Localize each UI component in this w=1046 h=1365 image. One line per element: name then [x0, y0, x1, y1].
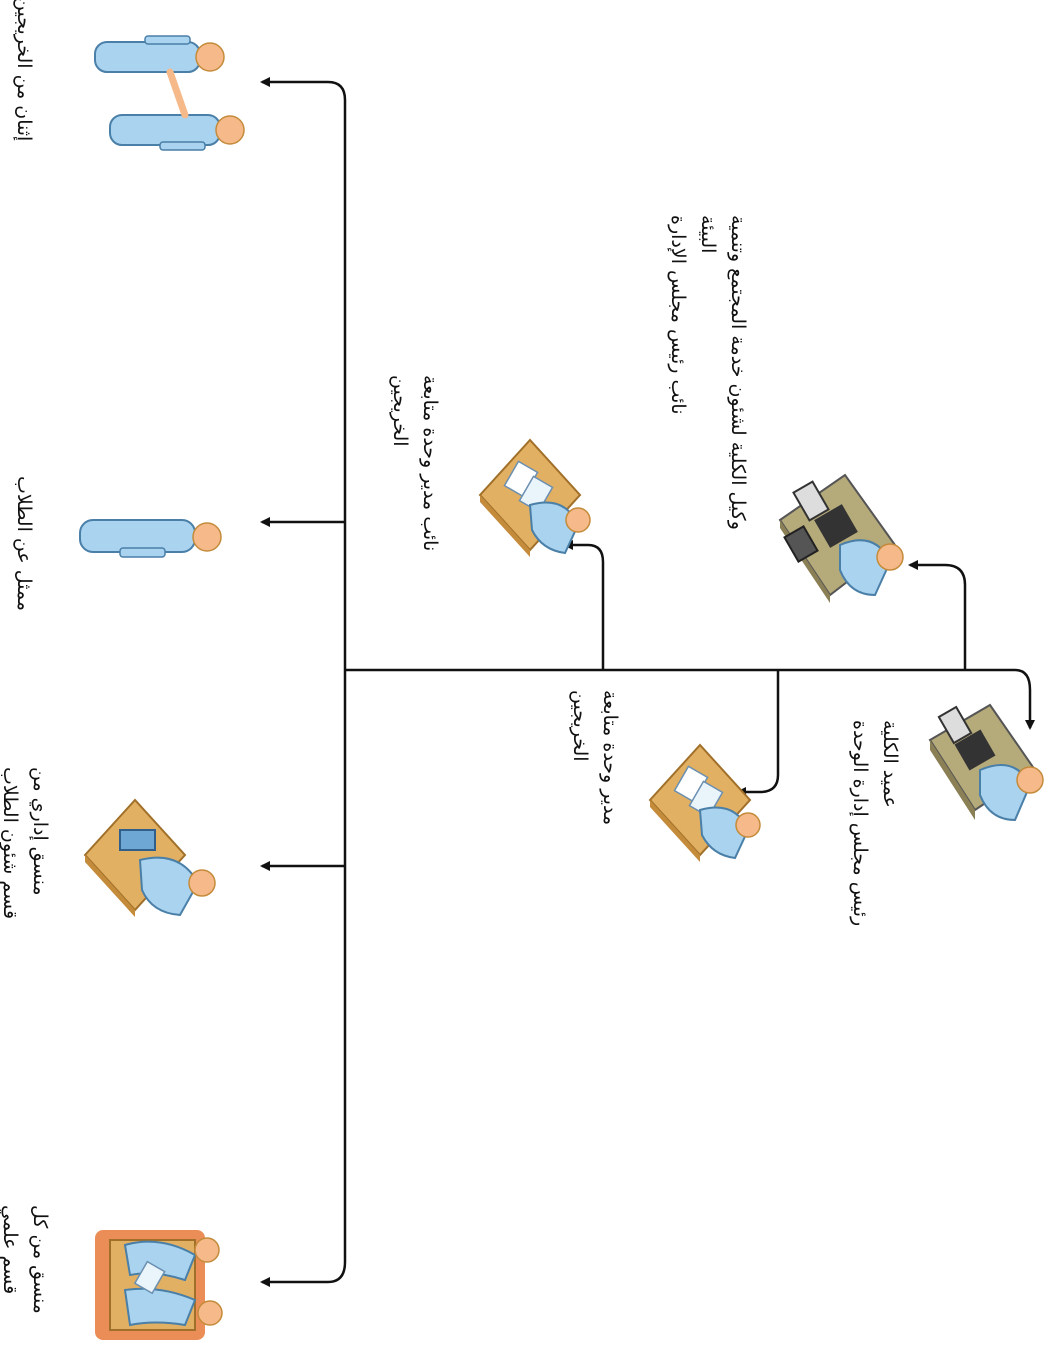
- graduates-title: إثنان من الخريجين: [13, 0, 35, 142]
- dean-role: رئيس مجلس إدارة الوحدة: [849, 720, 871, 927]
- deputy-director-title: نائب مدير وحدة متابعة: [419, 375, 441, 552]
- trunk-line: [260, 77, 347, 101]
- deputy-director-label: نائب مدير وحدة متابعة الخريجين: [389, 375, 475, 615]
- vice-dean-title: وكيل الكلية لشئون خدمة المجتمع وتنمية: [727, 215, 749, 530]
- vice-dean-title-cont: البيئة: [697, 215, 719, 254]
- dept-coordinator-label: منسق من كل قسم علمي: [0, 1205, 85, 1365]
- deputy-director-desk-icon: [478, 438, 591, 557]
- admin-coordinator-label: منسق إداري من قسم شئون الطلاب: [0, 767, 85, 967]
- spine-line: [345, 668, 1035, 730]
- unit-director-desk-icon: [648, 743, 761, 862]
- branch-director: [736, 670, 780, 797]
- unit-director-label: مدير وحدة متابعة الخريجين: [569, 690, 655, 890]
- graduates-label: إثنان من الخريجين: [13, 0, 69, 197]
- two-graduates-icon: [94, 35, 245, 151]
- admin-coordinator-title: منسق إداري من: [29, 767, 51, 896]
- vice-dean-label: وكيل الكلية لشئون خدمة المجتمع وتنمية ال…: [667, 215, 783, 615]
- admin-coordinator-title-cont: قسم شئون الطلاب: [0, 767, 21, 920]
- admin-coordinator-desk-icon: [83, 798, 216, 917]
- branch-deputy: [563, 540, 605, 670]
- dept-coordinators-meeting-icon: [95, 1230, 223, 1340]
- dept-coordinator-title-cont: قسم علمي: [0, 1205, 21, 1295]
- vice-dean-computer-icon: [778, 473, 904, 603]
- dept-coordinator-title: منسق من كل: [29, 1205, 51, 1314]
- dean-label: عميد الكلية رئيس مجلس إدارة الوحدة: [849, 720, 935, 980]
- dean-title: عميد الكلية: [879, 720, 901, 808]
- student-rep-icon: [79, 519, 222, 558]
- unit-director-title-cont: الخريجين: [569, 690, 591, 762]
- student-rep-title: ممثل عن الطلاب: [13, 476, 35, 612]
- deputy-director-title-cont: الخريجين: [389, 375, 411, 447]
- unit-director-title: مدير وحدة متابعة: [599, 690, 621, 826]
- dean-computer-icon: [928, 703, 1044, 822]
- student-rep-label: ممثل عن الطلاب: [13, 476, 69, 636]
- vice-dean-role: نائب رئيس مجلس الإدارة: [667, 215, 689, 415]
- branch-vice-dean: [908, 560, 967, 670]
